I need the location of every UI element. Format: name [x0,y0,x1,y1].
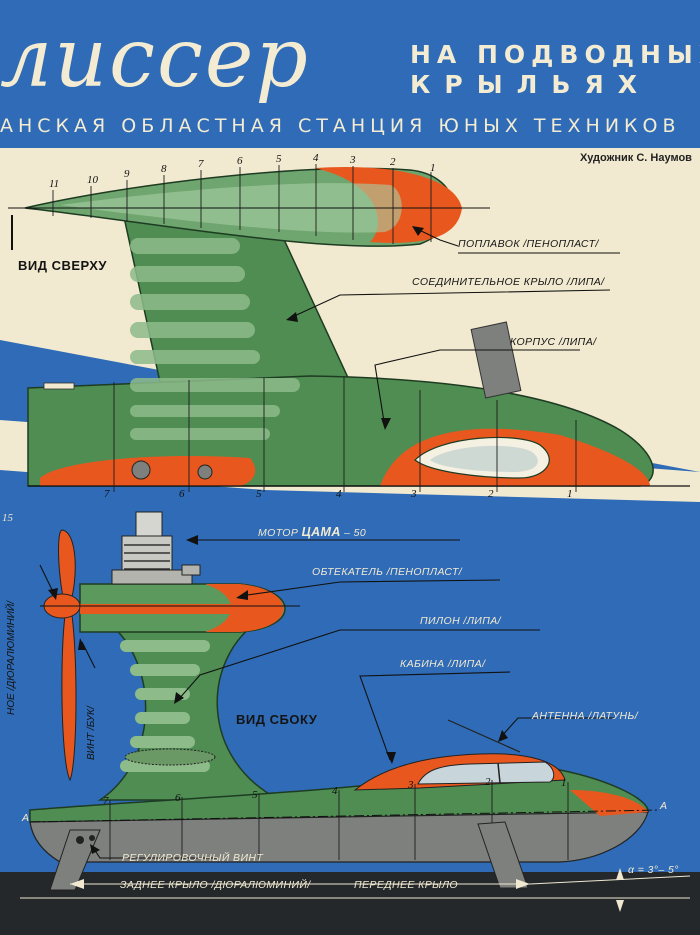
side-station-2: 2 [485,776,491,788]
label-cabin: КАБИНА /ЛИПА/ [400,658,486,670]
hull-station-4: 4 [336,488,342,500]
label-front-wing: ПЕРЕДНЕЕ КРЫЛО [354,879,458,891]
hull-station-2: 2 [488,488,494,500]
cabin-window-frame [497,762,501,784]
hull-station-7: 7 [104,488,110,500]
label-fairing: ОБТЕКАТЕЛЬ /ПЕНОПЛАСТ/ [312,566,463,578]
side-station-1: 1 [561,777,567,789]
motor-mount-2 [197,464,213,480]
side-station-5: 5 [252,789,258,801]
motor-mount-1 [131,460,151,480]
top-station-2: 2 [390,156,396,168]
artist-credit: Художник С. Наумов [580,152,692,164]
hull-station-1: 1 [567,488,573,500]
adjusting-screw-head-2 [89,835,95,841]
wing-arrows [70,868,624,912]
magazine-title: лиссер [0,11,310,106]
motor-name: ЦАМА [301,525,341,539]
hull-station-6: 6 [179,488,185,500]
stern-marker [43,382,75,390]
ground-strip [0,872,700,935]
side-station-7: 7 [103,795,109,807]
antenna [447,719,521,753]
fairing-nose [205,584,284,632]
label-motor: МОТОР ЦАМА – 50 [258,525,366,539]
cabin-window [417,761,555,785]
label-connecting-wing: СОЕДИНИТЕЛЬНОЕ КРЫЛО /ЛИПА/ [412,276,605,288]
top-station-1: 1 [430,162,436,174]
label-left-vertical: НОЕ /ДЮРАЛЮМИНИЙ/ [6,601,17,715]
side-axis-a [29,809,661,823]
label-pylon: ПИЛОН /ЛИПА/ [420,615,501,627]
label-float: ПОПЛАВОК /ПЕНОПЛАСТ/ [458,238,599,250]
label-hull: КОРПУС /ЛИПА/ [510,336,597,348]
label-angle: α = 3°– 5° [628,864,679,876]
top-station-5: 5 [276,153,282,165]
hull-cockpit-inner [430,445,538,472]
side-station-4: 4 [332,785,338,797]
motor-prefix: МОТОР [258,527,299,539]
leader-lines [39,227,620,859]
top-station-11: 11 [49,178,60,190]
hull-station-3: 3 [411,488,417,500]
top-station-8: 8 [161,163,167,175]
label-adjusting-screw: РЕГУЛИРОВОЧНЫЙ ВИНТ [122,852,264,864]
top-station-9: 9 [124,168,130,180]
arrow-heads [48,226,508,854]
top-view-title: ВИД СВЕРХУ [18,258,107,273]
top-station-10: 10 [87,174,98,186]
angle-line [529,875,691,885]
subtitle-line-2: КРЫЛЬЯХ [410,70,652,99]
header-band [0,0,700,148]
axis-a-left: А [22,812,30,824]
hull-light-stripes [130,238,300,440]
subtitle-line-1: НА ПОДВОДНЫХ [410,40,700,69]
rear-wing-strut [49,829,101,891]
side-station-3: 3 [408,779,414,791]
bow-orange [570,790,648,816]
side-view-title: ВИД СБОКУ [236,712,318,727]
pylon-section [124,748,216,766]
top-station-4: 4 [313,152,319,164]
motor [111,511,201,585]
axis-a-right: А [660,800,668,812]
front-wing-strut [477,821,529,889]
edge-mark: 15 [2,512,13,524]
motor-suffix: – 50 [344,527,367,539]
side-station-6: 6 [175,792,181,804]
top-station-6: 6 [237,155,243,167]
mast [470,321,522,399]
hull-station-lines [113,377,577,492]
organization-line: АНСКАЯ ОБЛАСТНАЯ СТАНЦИЯ ЮНЫХ ТЕХНИКОВ [0,115,681,137]
side-station-lines [109,780,569,860]
label-propeller: ВИНТ /БУК/ [86,706,97,760]
top-station-3: 3 [350,154,356,166]
label-rear-wing: ЗАДНЕЕ КРЫЛО /ДЮРАЛЮМИНИЙ/ [120,879,311,891]
adjusting-screw-head [76,836,84,844]
hull-station-5: 5 [256,488,262,500]
top-station-lines [52,164,432,244]
label-antenna: АНТЕННА /ЛАТУНЬ/ [532,710,639,722]
top-station-7: 7 [198,158,204,170]
